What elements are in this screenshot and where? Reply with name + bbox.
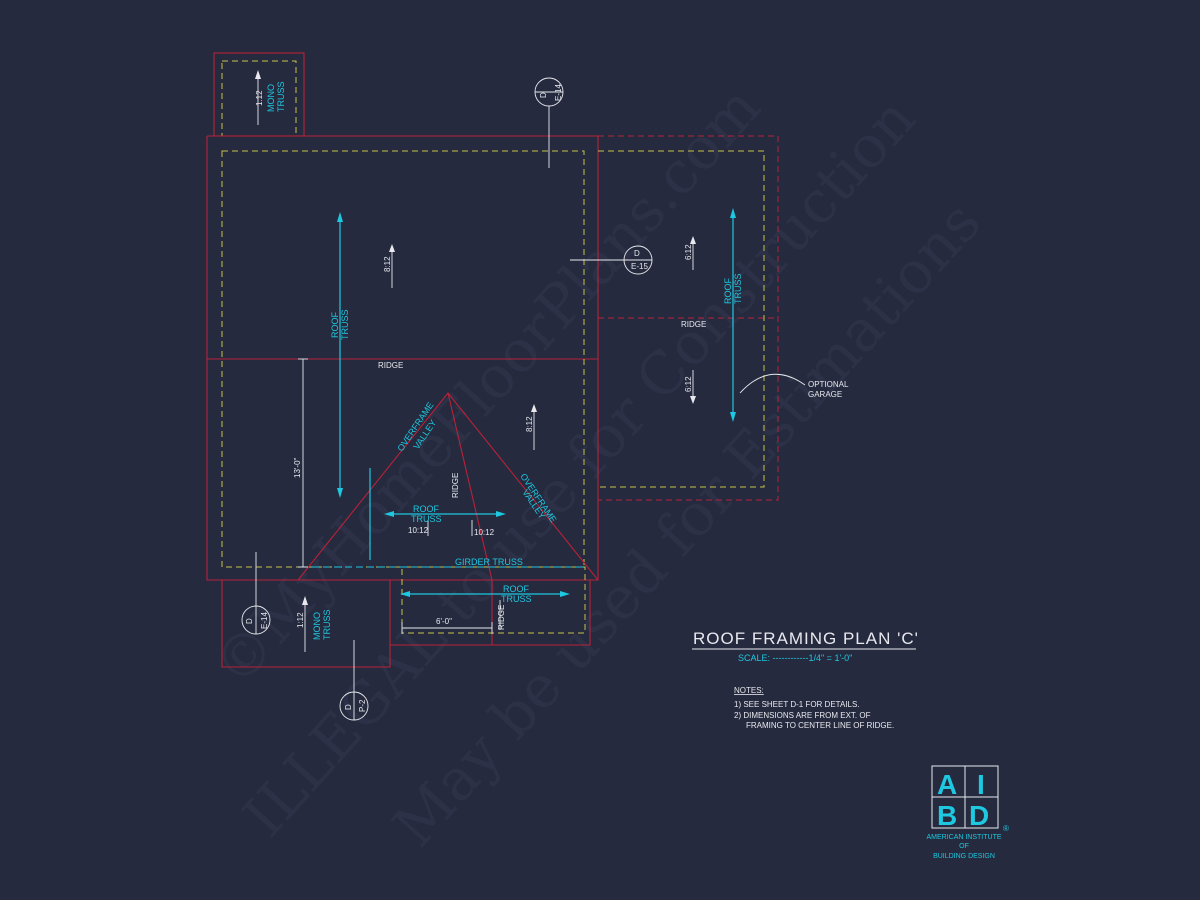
- optional-garage-l1: OPTIONAL: [808, 380, 849, 389]
- aibd-logo: A I B D ® AMERICAN INSTITUTE OF BUILDING…: [926, 765, 1009, 860]
- note-2b: FRAMING TO CENTER LINE OF RIDGE.: [746, 721, 894, 730]
- title-block: ROOF FRAMING PLAN 'C' SCALE: -----------…: [692, 629, 919, 730]
- mono-truss-top-l2: TRUSS: [276, 81, 286, 112]
- section-3-bottom: E-14: [260, 612, 269, 629]
- mono-truss-top-l1: MONO: [266, 84, 276, 112]
- pitch-main: 8:12: [383, 256, 392, 272]
- logo-line2: OF: [959, 843, 969, 850]
- girder-truss: GIRDER TRUSS: [455, 557, 523, 567]
- section-4-top: D: [344, 704, 353, 710]
- mono-truss-bottom-l2: TRUSS: [322, 609, 332, 640]
- dim-6: 6'-0": [436, 617, 452, 626]
- logo-registered: ®: [1003, 824, 1009, 833]
- pitch-10-left: 10:12: [408, 526, 429, 535]
- pitch-10-right: 10:12: [474, 528, 495, 537]
- mono-pitch-bottom: 1:12: [296, 612, 305, 628]
- watermark: ©MyHomeFloorPlans.com ILLEGAL to use for…: [200, 73, 994, 859]
- dimensions: [298, 236, 696, 652]
- ridge-bottom: RIDGE: [497, 605, 506, 630]
- plan-title: ROOF FRAMING PLAN 'C': [693, 629, 919, 648]
- roof-truss-main-l1: ROOF: [330, 311, 340, 338]
- section-4-bottom: P-2: [358, 699, 367, 712]
- section-marker-1: D E-14: [534, 77, 564, 168]
- garage-pitch-bottom: 6:12: [684, 376, 693, 392]
- garage-roof-truss-l2: TRUSS: [733, 273, 743, 304]
- section-3-top: D: [245, 618, 254, 624]
- garage-pitch-top: 6:12: [684, 244, 693, 260]
- roof-truss-bottom-l2: TRUSS: [501, 594, 532, 604]
- pitch-center: 8:12: [525, 416, 534, 432]
- optional-garage-outline: [598, 135, 806, 501]
- truss-arrows: [301, 208, 736, 597]
- dim-13: 13'-0": [293, 457, 302, 478]
- mono-pitch-top: 1:12: [255, 90, 264, 106]
- logo-line3: BUILDING DESIGN: [933, 853, 995, 860]
- section-markers: D E-14 D E-15 D E-14 D P-2: [241, 77, 653, 721]
- roof-truss-center-l1: ROOF: [413, 504, 440, 514]
- note-2: 2) DIMENSIONS ARE FROM EXT. OF: [734, 711, 871, 720]
- plan-scale: SCALE: ------------1/4" = 1'-0": [738, 653, 852, 663]
- mono-truss-bottom-l1: MONO: [312, 612, 322, 640]
- section-marker-4: D P-2: [339, 640, 369, 721]
- watermark-line2: ILLEGAL to use for Construction: [230, 85, 928, 850]
- section-marker-2: D E-15: [570, 245, 653, 275]
- optional-garage-l2: GARAGE: [808, 390, 842, 399]
- logo-line1: AMERICAN INSTITUTE: [926, 834, 1001, 841]
- ridge-main: RIDGE: [378, 361, 403, 370]
- section-2-bottom: E-15: [631, 262, 648, 271]
- roof-truss-bottom-l1: ROOF: [503, 584, 530, 594]
- ridge-vertical: RIDGE: [451, 473, 460, 498]
- section-2-top: D: [634, 249, 640, 258]
- garage-roof-truss-l1: ROOF: [723, 277, 733, 304]
- notes-heading: NOTES:: [734, 686, 764, 695]
- note-1: 1) SEE SHEET D-1 FOR DETAILS.: [734, 700, 860, 709]
- main-roof-outline: [206, 135, 599, 668]
- section-1-bottom: E-14: [554, 84, 563, 101]
- logo-letter-b: B: [937, 800, 957, 831]
- logo-letter-a: A: [937, 769, 957, 800]
- logo-letter-i: I: [977, 769, 985, 800]
- roof-truss-center-l2: TRUSS: [411, 514, 442, 524]
- garage-ridge: RIDGE: [681, 320, 706, 329]
- logo-letter-d: D: [969, 800, 989, 831]
- section-marker-3: D E-14: [241, 552, 271, 635]
- roof-truss-main-l2: TRUSS: [340, 309, 350, 340]
- section-1-top: D: [539, 92, 548, 98]
